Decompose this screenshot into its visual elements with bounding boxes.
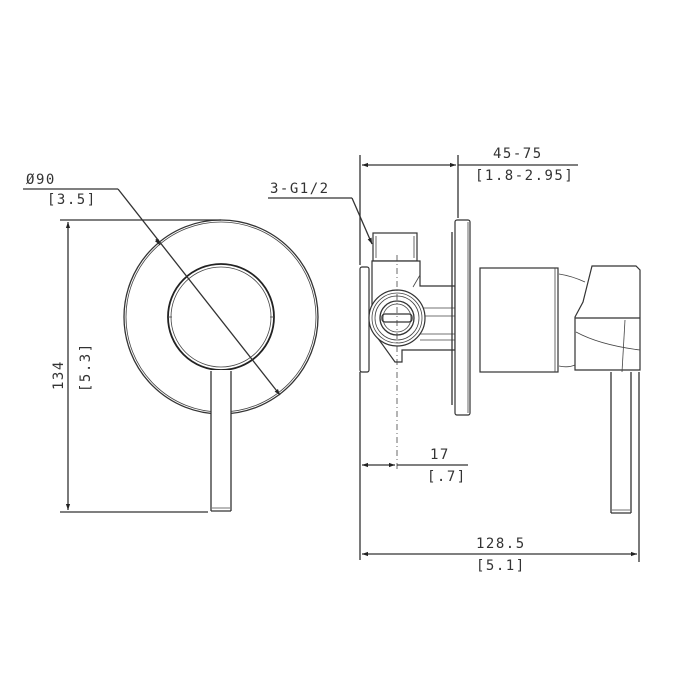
wall-depth-dimension: 45-75 [1.8-2.95] [359, 146, 578, 265]
side-lever [610, 372, 632, 514]
mounting-bracket [359, 266, 370, 373]
thread-callout: 3-G1/2 [268, 181, 373, 245]
height-dimension: 134 [5.3] [51, 219, 221, 513]
wall-depth-label: 45-75 [493, 146, 543, 162]
height-inch-label: [5.3] [78, 342, 94, 392]
overall-depth-dimension: 128.5 [5.1] [362, 372, 640, 574]
diameter-label: Ø90 [26, 172, 56, 188]
wall-depth-inch-label: [1.8-2.95] [475, 168, 574, 184]
thread-label: 3-G1/2 [270, 181, 330, 197]
overall-depth-label: 128.5 [476, 536, 526, 552]
inlet-offset-label: 17 [430, 447, 450, 463]
diameter-dimension: Ø90 [3.5] [23, 172, 281, 396]
handle-hub [167, 263, 275, 371]
lever-handle [210, 370, 232, 512]
valve-body [368, 232, 456, 470]
overall-depth-inch-label: [5.1] [476, 558, 526, 574]
side-view: 3-G1/2 45-75 [1.8-2.95] 17 [.7] 128.5 [5… [268, 146, 641, 574]
diameter-inch-label: [3.5] [47, 192, 97, 208]
inlet-offset-dimension: 17 [.7] [359, 372, 468, 560]
cartridge-sleeve [479, 267, 559, 373]
wall-plate [451, 219, 471, 416]
front-view: Ø90 [3.5] 134 [5.3] [23, 172, 319, 513]
inlet-offset-inch-label: [.7] [427, 469, 467, 485]
height-label: 134 [51, 360, 67, 390]
handle-profile [558, 265, 641, 373]
